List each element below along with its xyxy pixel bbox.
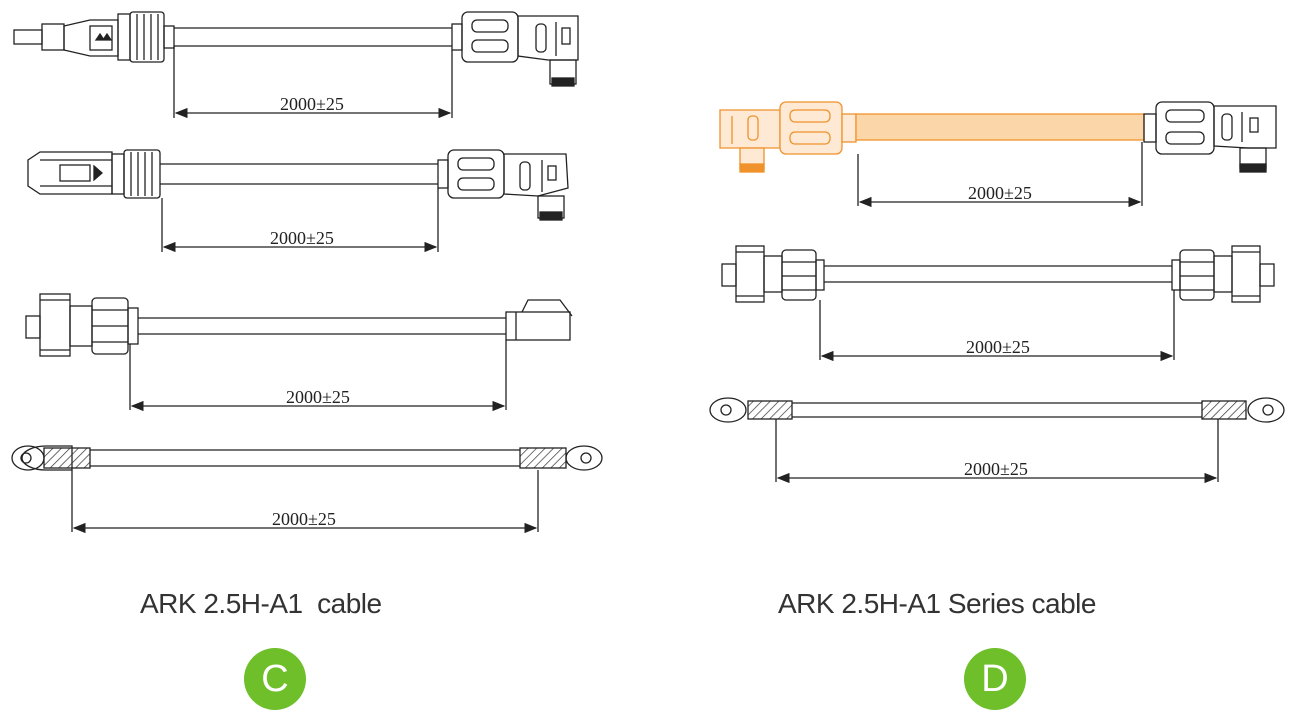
dimension-label: 2000±25 (280, 94, 344, 114)
left-cable-2 (27, 149, 569, 253)
dimension-label: 2000±25 (966, 337, 1030, 357)
left-cable-1 (13, 11, 579, 119)
dimension-label: 2000±25 (270, 228, 334, 248)
dimension-label: 2000±25 (968, 183, 1032, 203)
caption-left: ARK 2.5H-A1 cable (140, 588, 382, 619)
dimension-label: 2000±25 (286, 387, 350, 407)
left-cable-4 (11, 445, 603, 534)
right-cable-1 (719, 101, 1277, 208)
right-cable-2 (721, 245, 1275, 362)
badge-c: C (244, 648, 306, 710)
dimension-label: 2000±25 (272, 509, 336, 529)
right-cable-3 (709, 397, 1285, 484)
left-cable-3 (25, 293, 573, 412)
dimension-label: 2000±25 (964, 459, 1028, 479)
caption-right: ARK 2.5H-A1 Series cable (778, 588, 1096, 619)
badge-d: D (964, 648, 1026, 710)
